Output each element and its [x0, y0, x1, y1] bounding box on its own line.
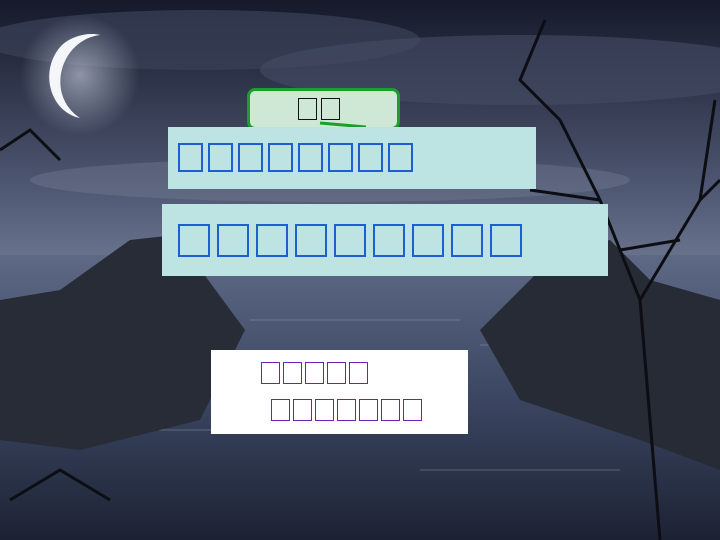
glyph: [328, 143, 353, 172]
glyph: [295, 224, 327, 257]
glyph: [337, 399, 356, 421]
callout-label: [247, 88, 400, 130]
glyph: [238, 143, 263, 172]
glyph: [373, 224, 405, 257]
glyph: [293, 399, 312, 421]
glyph: [358, 143, 383, 172]
glyph: [305, 362, 324, 384]
glyph: [208, 143, 233, 172]
glyph: [451, 224, 483, 257]
glyph: [403, 399, 422, 421]
glyph: [178, 224, 210, 257]
glyph: [334, 224, 366, 257]
glyph: [490, 224, 522, 257]
right-hill: [480, 240, 720, 470]
glyph: [268, 143, 293, 172]
glyph: [256, 224, 288, 257]
glyph: [178, 143, 203, 172]
glyph: [359, 399, 378, 421]
text-line-2: [162, 204, 608, 276]
glyph: [349, 362, 368, 384]
moon-glow: [20, 15, 140, 135]
glyph: [321, 98, 340, 120]
glyph: [381, 399, 400, 421]
line1-glyphs: [178, 143, 413, 172]
callout-glyphs: [298, 98, 340, 120]
glyph: [283, 362, 302, 384]
glyph: [271, 399, 290, 421]
note-row-a: [261, 362, 368, 384]
glyph: [217, 224, 249, 257]
note-row-b: [271, 399, 422, 421]
tree-icon: [0, 19, 720, 540]
left-hill: [0, 235, 245, 450]
glyph: [261, 362, 280, 384]
glyph: [412, 224, 444, 257]
glyph: [298, 98, 317, 120]
line2-glyphs: [178, 224, 522, 257]
glyph: [315, 399, 334, 421]
glyph: [388, 143, 413, 172]
note-box: [211, 350, 468, 434]
text-line-1: [168, 127, 536, 189]
moon-icon: [49, 34, 100, 118]
glyph: [298, 143, 323, 172]
glyph: [327, 362, 346, 384]
callout-pointer: [319, 121, 367, 129]
